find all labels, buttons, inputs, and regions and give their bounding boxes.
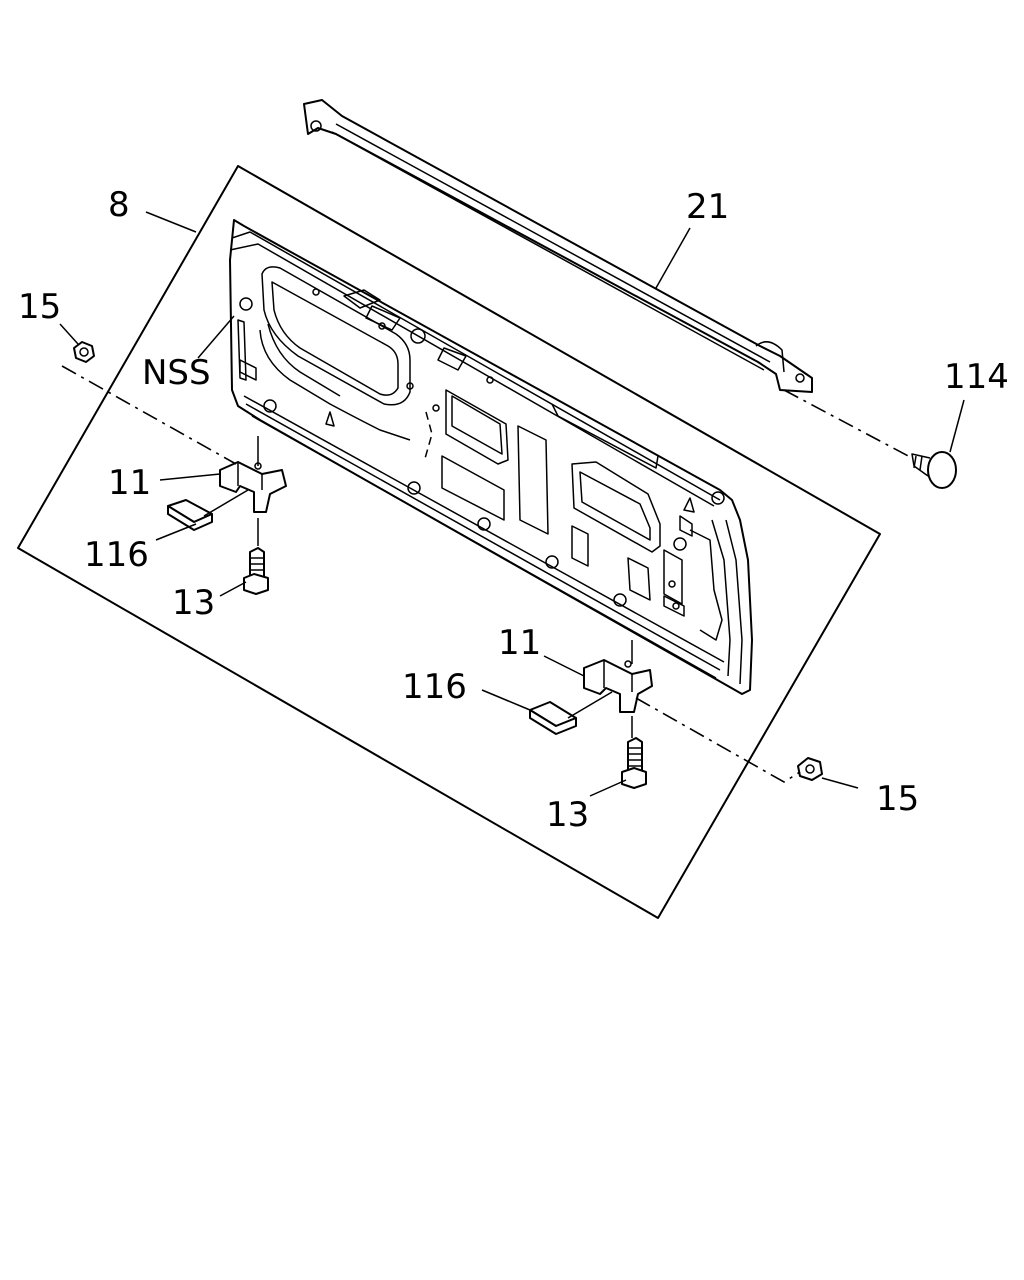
part-11-hinge-left <box>219 461 287 513</box>
callout-13-left: 13 <box>172 583 215 623</box>
part-21-strip <box>303 99 813 393</box>
axis-line-right-pad <box>567 691 613 719</box>
part-11-hinge-right <box>583 659 653 713</box>
callout-21: 21 <box>686 187 729 227</box>
part-116-pad-left <box>167 499 213 531</box>
part-15-nut-left <box>73 341 95 363</box>
callout-8: 8 <box>108 185 130 225</box>
axis-line-left-pad <box>203 489 249 517</box>
axis-line-right-nut <box>635 697 801 783</box>
part-15-nut-right <box>797 757 823 781</box>
callout-15-left: 15 <box>18 287 61 327</box>
callout-116-right: 116 <box>402 667 467 707</box>
axis-line-left-nut <box>61 365 237 465</box>
leader-lines <box>59 211 965 797</box>
callout-114: 114 <box>944 357 1009 397</box>
part-13-bolt-right <box>621 737 647 789</box>
callout-13-right: 13 <box>546 795 589 835</box>
callout-11-left: 11 <box>108 463 151 503</box>
axis-line-clip <box>783 389 913 459</box>
part-8-panel <box>229 219 753 695</box>
callout-15-right: 15 <box>876 779 919 819</box>
part-116-pad-right <box>529 701 577 735</box>
assembly-boundary <box>17 165 881 919</box>
callout-nss: NSS <box>142 353 211 393</box>
part-13-bolt-left <box>243 547 269 595</box>
callout-11-right: 11 <box>498 623 541 663</box>
part-114-clip <box>911 451 957 489</box>
callout-116-left: 116 <box>84 535 149 575</box>
